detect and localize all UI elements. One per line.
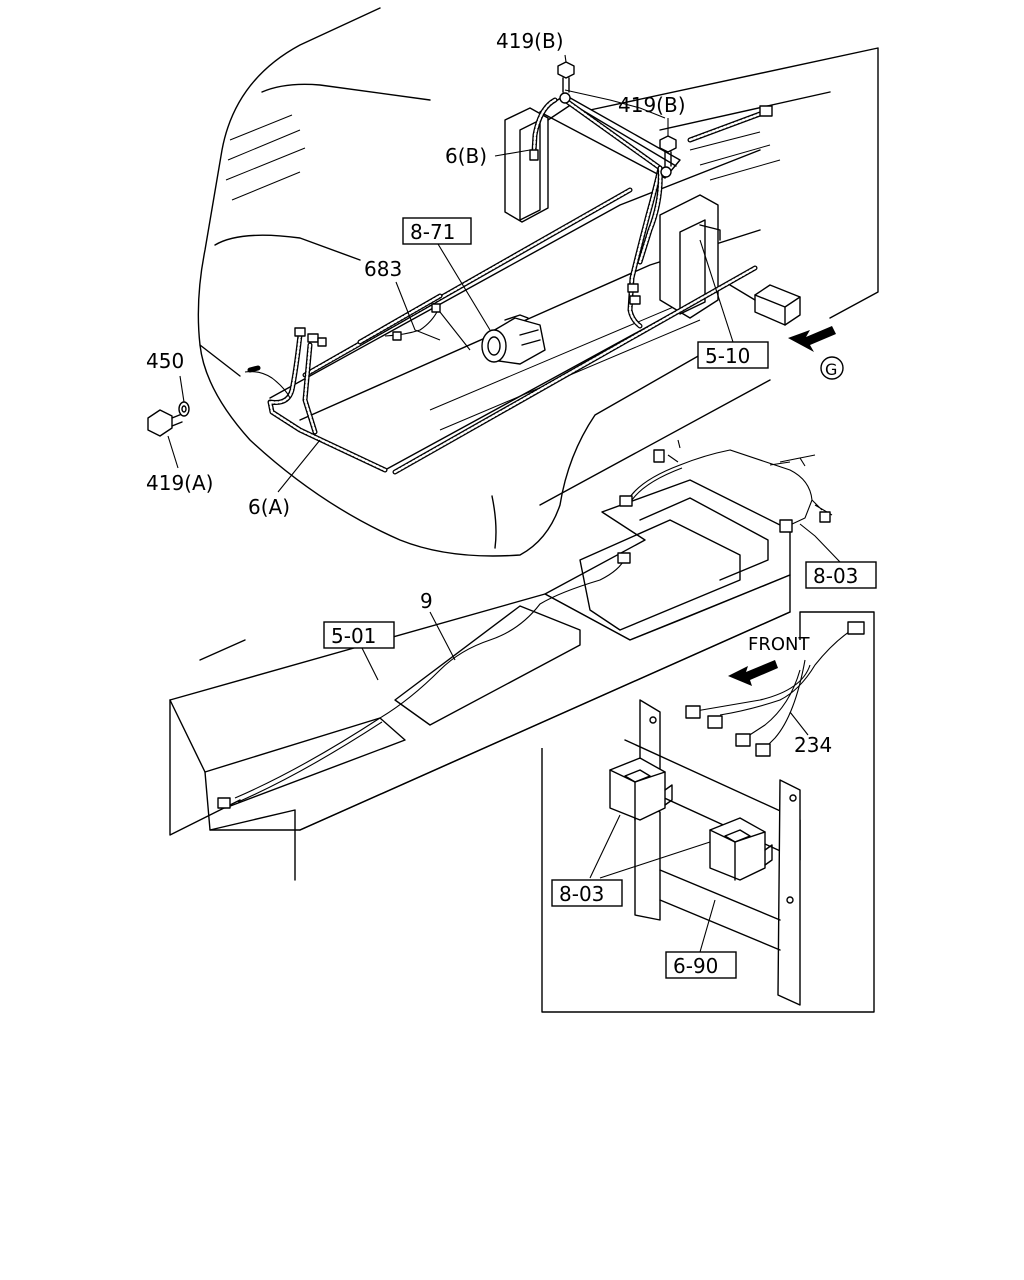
callout-9: 9 xyxy=(420,589,433,613)
callout-450: 450 xyxy=(146,349,184,373)
view-arrow-g xyxy=(788,326,844,380)
bolt-419b-top xyxy=(557,61,575,93)
callout-g: G xyxy=(825,360,837,379)
tag-6-90: 6-90 xyxy=(665,951,737,979)
callout-419b-right: 419(B) xyxy=(618,93,686,117)
washer-450 xyxy=(178,401,190,417)
svg-text:8-71: 8-71 xyxy=(410,220,455,244)
callout-419b-top: 419(B) xyxy=(496,29,564,53)
svg-text:5-10: 5-10 xyxy=(705,344,750,368)
callout-683: 683 xyxy=(364,257,402,281)
body-floor-assembly xyxy=(197,7,879,557)
callout-234: 234 xyxy=(794,733,832,757)
console-tray xyxy=(169,479,791,881)
svg-text:8-03: 8-03 xyxy=(813,564,858,588)
bolt-419a xyxy=(147,409,183,437)
callout-419a: 419(A) xyxy=(146,471,213,495)
tag-8-71: 8-71 xyxy=(402,217,472,245)
blower-motor xyxy=(481,314,546,365)
callout-6a: 6(A) xyxy=(248,495,290,519)
relay-right xyxy=(709,817,773,881)
tag-8-03-inset: 8-03 xyxy=(551,879,623,907)
inset-detail xyxy=(541,611,875,1013)
svg-text:8-03: 8-03 xyxy=(559,882,604,906)
svg-text:5-01: 5-01 xyxy=(331,624,376,648)
svg-text:6-90: 6-90 xyxy=(673,954,718,978)
callout-6b: 6(B) xyxy=(445,144,487,168)
harness-8-03 xyxy=(619,439,833,533)
tag-5-10: 5-10 xyxy=(697,341,769,369)
relay-left xyxy=(609,757,673,821)
tag-8-03-top: 8-03 xyxy=(805,561,877,589)
tag-5-01: 5-01 xyxy=(323,621,395,649)
front-label: FRONT xyxy=(748,634,810,655)
